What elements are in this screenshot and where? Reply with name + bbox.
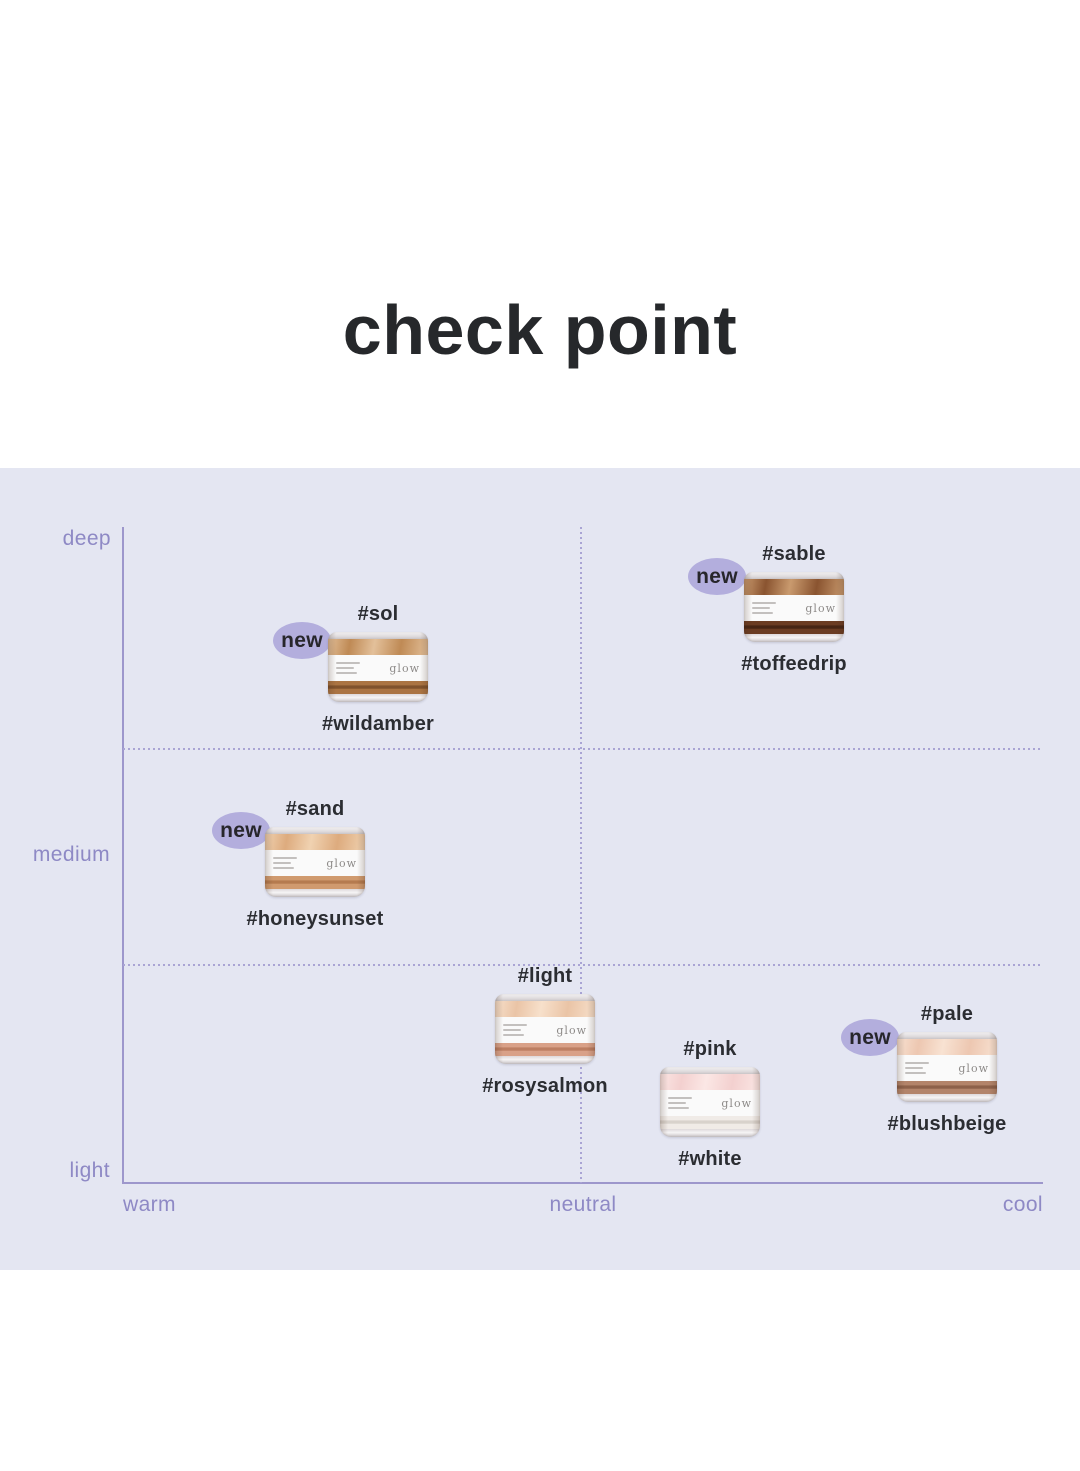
product-jar-image: glow [328, 632, 428, 702]
jar-body: glow [495, 994, 595, 1064]
jar-body: glow [328, 632, 428, 702]
shade-tag-bottom: #rosysalmon [482, 1075, 608, 1097]
shade-tag-top: #sand [285, 798, 345, 820]
jar-glass-overlay [897, 1032, 997, 1102]
y-axis-line [122, 527, 124, 1183]
jar-brand-logo: glow [805, 602, 836, 615]
jar-brand-logo: glow [389, 662, 420, 675]
jar-base-swirl [744, 621, 844, 634]
shade-tag-top: #sable [762, 543, 826, 565]
jar-base-swirl [328, 681, 428, 694]
product-sol-wildamber: new #sol glow #wildamber [268, 602, 488, 736]
product-light-rosysalmon: #light glow #rosysalmon [435, 964, 655, 1098]
jar-label-band: glow [660, 1090, 760, 1116]
x-axis-label-warm: warm [123, 1193, 176, 1216]
product-jar-image: glow [744, 572, 844, 642]
product-jar-image: glow [495, 994, 595, 1064]
jar-label-microtext [668, 1097, 692, 1109]
shade-tag-bottom: #honeysunset [246, 908, 384, 930]
shade-tag-bottom: #blushbeige [887, 1113, 1007, 1135]
jar-body: glow [897, 1032, 997, 1102]
product-sand-honeysunset: new #sand glow #honeysunset [205, 797, 425, 931]
jar-lid-swirl [660, 1074, 760, 1090]
new-badge: new [212, 812, 270, 849]
new-badge: new [273, 622, 331, 659]
jar-label-band: glow [897, 1055, 997, 1081]
shade-map-panel: deep medium light warm neutral cool new … [0, 468, 1080, 1270]
jar-rim-top [265, 827, 365, 834]
jar-label-microtext [752, 602, 776, 614]
jar-brand-logo: glow [556, 1024, 587, 1037]
jar-glass-overlay [495, 994, 595, 1064]
jar-body: glow [744, 572, 844, 642]
jar-rim-bottom [265, 889, 365, 897]
y-axis-label-deep: deep [62, 527, 111, 550]
jar-label-microtext [336, 662, 360, 674]
x-axis-line [122, 1182, 1043, 1184]
jar-glass-overlay [744, 572, 844, 642]
jar-label-microtext [905, 1062, 929, 1074]
jar-rim-bottom [744, 634, 844, 642]
jar-lid-swirl [495, 1001, 595, 1017]
jar-label-microtext [273, 857, 297, 869]
shade-tag-bottom: #toffeedrip [741, 653, 847, 675]
jar-rim-bottom [660, 1129, 760, 1137]
jar-rim-top [660, 1067, 760, 1074]
jar-brand-logo: glow [326, 857, 357, 870]
jar-rim-top [897, 1032, 997, 1039]
new-badge-label: new [849, 1025, 891, 1049]
jar-rim-top [495, 994, 595, 1001]
jar-body: glow [660, 1067, 760, 1137]
page-title: check point [342, 291, 738, 369]
jar-glass-overlay [660, 1067, 760, 1137]
jar-base-swirl [660, 1116, 760, 1129]
product-jar-image: glow [265, 827, 365, 897]
shade-tag-top: #sol [357, 603, 399, 625]
jar-rim-bottom [897, 1094, 997, 1102]
shade-tag-top: #pale [920, 1003, 974, 1025]
jar-body: glow [265, 827, 365, 897]
jar-rim-top [744, 572, 844, 579]
medium-light-divider-dotted-line [123, 964, 1043, 966]
new-badge-label: new [220, 818, 262, 842]
jar-label-band: glow [265, 850, 365, 876]
y-axis-label-light: light [69, 1159, 110, 1182]
jar-lid-swirl [328, 639, 428, 655]
deep-medium-divider-dotted-line [123, 748, 1043, 750]
jar-label-band: glow [744, 595, 844, 621]
jar-lid-swirl [897, 1039, 997, 1055]
product-pale-blushbeige: new #pale glow #blushbeige [837, 1002, 1057, 1136]
jar-rim-top [328, 632, 428, 639]
product-pink-white: #pink glow #white [600, 1037, 820, 1171]
shade-tag-bottom: #white [678, 1148, 742, 1170]
x-axis-label-cool: cool [1002, 1193, 1043, 1216]
jar-label-microtext [503, 1024, 527, 1036]
new-badge-label: new [281, 628, 323, 652]
jar-label-band: glow [495, 1017, 595, 1043]
shade-tag-top: #pink [683, 1038, 737, 1060]
jar-glass-overlay [328, 632, 428, 702]
product-jar-image: glow [897, 1032, 997, 1102]
neutral-divider-dotted-line [580, 527, 582, 1183]
product-jar-image: glow [660, 1067, 760, 1137]
jar-rim-bottom [495, 1056, 595, 1064]
jar-glass-overlay [265, 827, 365, 897]
jar-base-swirl [265, 876, 365, 889]
jar-base-swirl [495, 1043, 595, 1056]
new-badge: new [688, 558, 746, 595]
jar-lid-swirl [744, 579, 844, 595]
shade-tag-bottom: #wildamber [321, 713, 435, 735]
jar-brand-logo: glow [721, 1097, 752, 1110]
jar-rim-bottom [328, 694, 428, 702]
new-badge-label: new [696, 564, 738, 588]
jar-label-band: glow [328, 655, 428, 681]
jar-base-swirl [897, 1081, 997, 1094]
jar-lid-swirl [265, 834, 365, 850]
jar-brand-logo: glow [958, 1062, 989, 1075]
y-axis-label-medium: medium [32, 843, 110, 866]
x-axis-label-neutral: neutral [549, 1193, 617, 1216]
shade-tag-top: #light [517, 965, 573, 987]
new-badge: new [841, 1019, 899, 1056]
product-sable-toffeedrip: new #sable glow #toffeedrip [684, 542, 904, 676]
